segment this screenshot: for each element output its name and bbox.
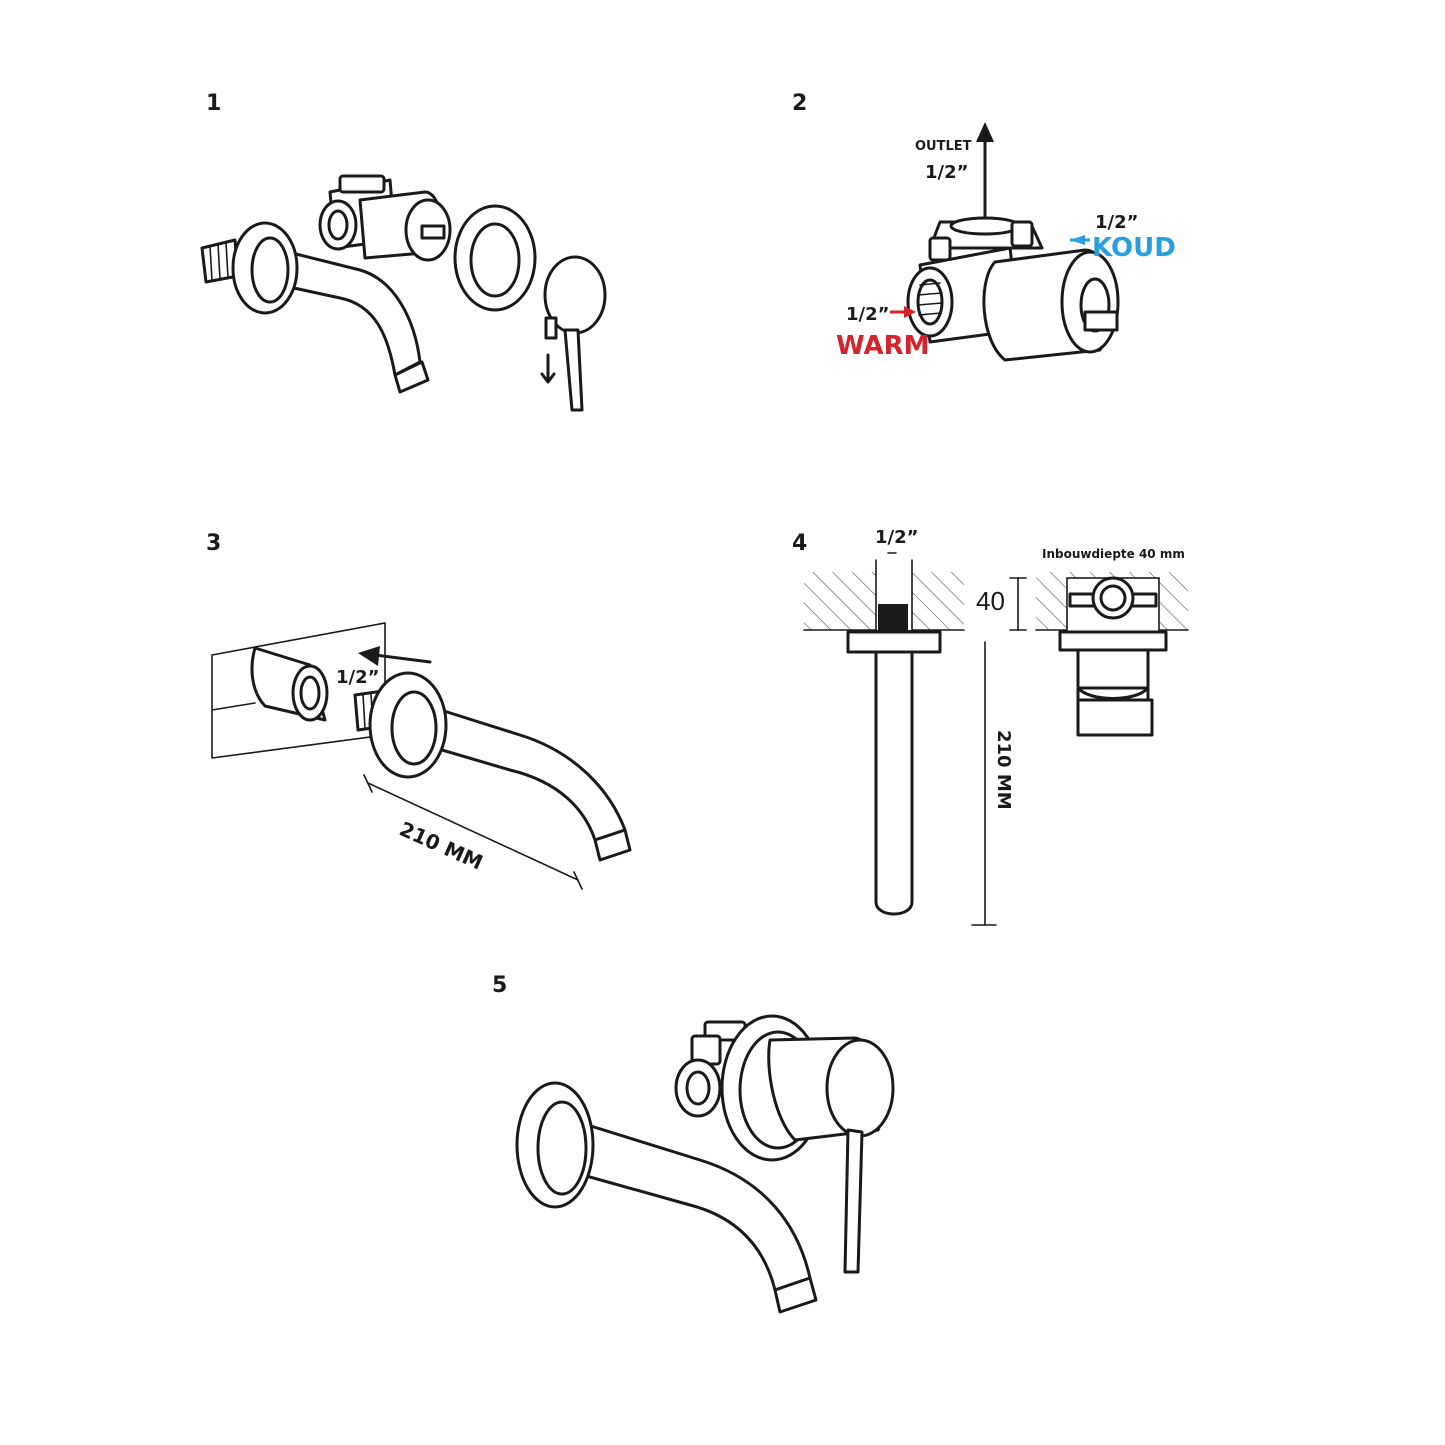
lever-handle-icon: [540, 255, 607, 412]
step-1-number: 1: [206, 91, 221, 116]
step-5-panel: 5: [480, 960, 940, 1340]
step-2-number: 2: [792, 91, 807, 116]
step-3-diagram: 3 1/2” 210 MM: [206, 531, 632, 890]
valve-body-icon: [318, 174, 452, 262]
step-1-diagram: 1: [200, 91, 607, 412]
step-3-number: 3: [206, 531, 221, 556]
valve-body-icon: [906, 216, 1120, 362]
wall-pipe-fitting-icon: [250, 646, 329, 722]
spout-icon: [874, 650, 914, 916]
thread-size-label: 1/2”: [875, 527, 918, 548]
lever-handle-icon: [767, 1036, 895, 1274]
hot-size-label: 1/2”: [846, 304, 889, 325]
step-1-panel: 1: [190, 80, 630, 500]
cover-plate-icon: [453, 204, 537, 312]
depth-value-label: 40: [976, 586, 1005, 616]
step-3-panel: 3 1/2” 210 MM: [190, 520, 660, 920]
dimension-line: [367, 782, 579, 881]
step-5-number: 5: [492, 973, 507, 998]
step-4-number: 4: [792, 531, 807, 556]
step-5-diagram: 5: [492, 973, 895, 1314]
cold-size-label: 1/2”: [1095, 212, 1138, 233]
direction-arrow-icon: [373, 653, 432, 664]
outlet-size-label: 1/2”: [925, 162, 968, 183]
valve-body-icon: [674, 1020, 747, 1118]
thread-size-label: 1/2”: [336, 667, 379, 688]
step-2-panel: 2 OUTLET 1/2” 1/2” KOUD 1/2” WAR: [780, 80, 1240, 500]
length-label: 210 MM: [396, 817, 487, 875]
hot-label: WARM: [836, 331, 930, 361]
valve-section-icon: [1058, 576, 1168, 737]
step-2-diagram: 2 OUTLET 1/2” 1/2” KOUD 1/2” WAR: [792, 91, 1176, 362]
spout-icon: [515, 1081, 818, 1314]
spout-icon: [231, 221, 430, 394]
step-4-panel: 4 1/2” 40 210 MM Inbouwdiepte 40 mm: [780, 520, 1220, 940]
outlet-label: OUTLET: [915, 139, 972, 154]
cold-label: KOUD: [1092, 233, 1176, 263]
depth-title-label: Inbouwdiepte 40 mm: [1042, 547, 1185, 561]
rosette-icon: [846, 630, 942, 654]
thread-section-icon: [878, 604, 908, 630]
length-label: 210 MM: [993, 730, 1014, 810]
spout-icon: [368, 671, 632, 862]
step-4-diagram: 4 1/2” 40 210 MM Inbouwdiepte 40 mm: [792, 527, 1189, 926]
